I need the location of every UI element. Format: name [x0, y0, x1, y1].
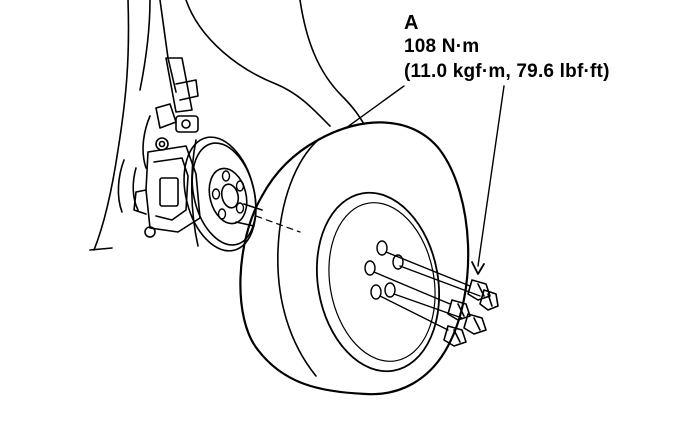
brake-rotor [183, 136, 257, 252]
brake-caliper [133, 145, 201, 238]
lug-nut [443, 325, 467, 347]
tire-assembly [239, 121, 470, 396]
suspension-knuckle [142, 57, 199, 169]
lug-nut [467, 279, 491, 301]
torque-value-conversions: (11.0 kgf·m, 79.6 lbf·ft) [404, 61, 610, 82]
wheel-arch-body [89, 0, 365, 251]
rim-lug-holes [364, 240, 481, 331]
leader-arrowhead [471, 261, 485, 275]
lug-nut [463, 313, 487, 335]
wheel-hub [208, 167, 263, 227]
torque-value-nm: 108 N·m [404, 36, 480, 57]
lug-nut [479, 289, 499, 311]
lug-nuts [443, 279, 499, 347]
lug-nut [447, 299, 471, 321]
leader-line-tire [345, 85, 405, 129]
callout-letter: A [404, 12, 419, 34]
callout-leader-lines [345, 85, 505, 275]
hub-wheel-studs [211, 170, 245, 220]
leader-line-lug-nut [477, 85, 505, 267]
